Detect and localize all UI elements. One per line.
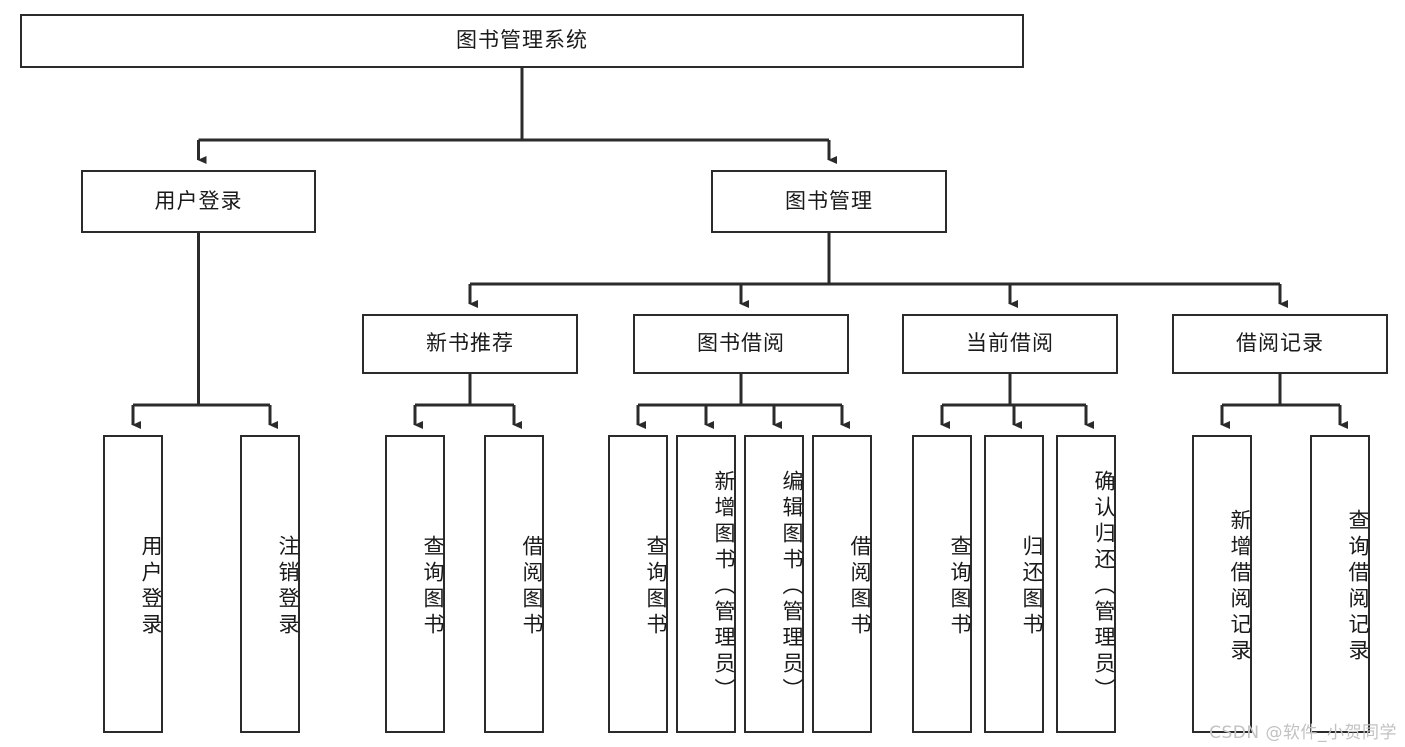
node-leaf-query-book-1-label: 查询图书 [421, 535, 445, 639]
node-leaf-confirm-return[interactable]: 确认归还（管理员） [1056, 435, 1116, 733]
node-leaf-user-logout[interactable]: 注销登录 [240, 435, 300, 733]
node-leaf-add-record[interactable]: 新增借阅记录 [1192, 435, 1252, 733]
node-borrow-record-label: 借阅记录 [1236, 331, 1324, 356]
watermark: CSDN @软件_小贺同学 [1209, 723, 1397, 743]
node-leaf-user-login[interactable]: 用户登录 [103, 435, 163, 733]
node-leaf-return-book-label: 归还图书 [1020, 535, 1044, 639]
node-current-borrow[interactable]: 当前借阅 [902, 314, 1118, 374]
node-leaf-query-book-3-label: 查询图书 [948, 535, 972, 639]
node-leaf-query-record-label: 查询借阅记录 [1346, 509, 1370, 665]
node-leaf-query-book-2-label: 查询图书 [644, 535, 668, 639]
node-leaf-edit-book[interactable]: 编辑图书（管理员） [744, 435, 804, 733]
node-user-login[interactable]: 用户登录 [81, 170, 316, 233]
node-new-book-recommend[interactable]: 新书推荐 [362, 314, 578, 374]
node-leaf-user-logout-label: 注销登录 [276, 535, 300, 639]
node-leaf-query-book-2[interactable]: 查询图书 [608, 435, 668, 733]
node-leaf-borrow-book-1-label: 借阅图书 [520, 535, 544, 639]
node-root-label: 图书管理系统 [456, 28, 588, 53]
node-leaf-borrow-book-2[interactable]: 借阅图书 [812, 435, 872, 733]
node-leaf-borrow-book-2-label: 借阅图书 [848, 535, 872, 639]
node-leaf-query-book-1[interactable]: 查询图书 [385, 435, 445, 733]
node-leaf-query-record[interactable]: 查询借阅记录 [1310, 435, 1370, 733]
node-leaf-edit-book-label: 编辑图书（管理员） [780, 470, 804, 704]
node-book-borrow-label: 图书借阅 [697, 331, 785, 356]
node-leaf-add-book[interactable]: 新增图书（管理员） [676, 435, 736, 733]
node-book-manage-label: 图书管理 [785, 188, 873, 213]
node-user-login-label: 用户登录 [154, 188, 243, 213]
node-new-book-recommend-label: 新书推荐 [426, 331, 514, 356]
node-current-borrow-label: 当前借阅 [966, 331, 1054, 356]
node-leaf-user-login-label: 用户登录 [139, 535, 163, 639]
node-book-borrow[interactable]: 图书借阅 [633, 314, 849, 374]
node-leaf-confirm-return-label: 确认归还（管理员） [1092, 470, 1116, 704]
node-root[interactable]: 图书管理系统 [20, 14, 1024, 68]
node-borrow-record[interactable]: 借阅记录 [1172, 314, 1388, 374]
node-book-manage[interactable]: 图书管理 [711, 170, 947, 233]
node-leaf-return-book[interactable]: 归还图书 [984, 435, 1044, 733]
node-leaf-borrow-book-1[interactable]: 借阅图书 [484, 435, 544, 733]
node-leaf-add-record-label: 新增借阅记录 [1228, 509, 1252, 665]
node-leaf-add-book-label: 新增图书（管理员） [712, 470, 736, 704]
node-leaf-query-book-3[interactable]: 查询图书 [912, 435, 972, 733]
